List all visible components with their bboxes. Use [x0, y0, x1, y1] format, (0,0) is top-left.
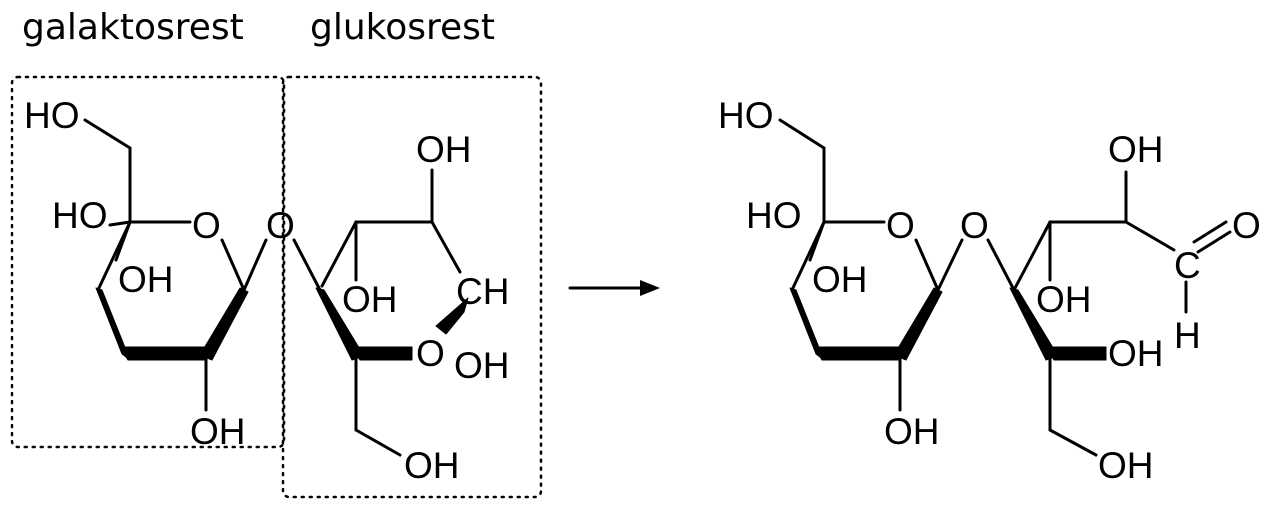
- atom-label-oh: OH: [1108, 333, 1164, 374]
- aldehyde-carbon-label: C: [1174, 245, 1201, 286]
- aldehyde-oxygen-label: O: [1232, 205, 1261, 246]
- atom-label-ho: HO: [24, 95, 80, 136]
- glycosidic-oxygen-label: O: [266, 205, 295, 246]
- atom-label-oh: OH: [1036, 279, 1092, 320]
- lactose-cyclic-structure: HO HO O OH OH O OH OH CH O OH OH: [24, 95, 510, 486]
- glucose-residue-label: glukosrest: [310, 7, 496, 48]
- ring-oxygen-label: O: [416, 333, 445, 374]
- galactose-wedge-bond-c2: [199, 287, 249, 361]
- glucose-anomeric-wedge: [435, 297, 469, 335]
- lactose-open-chain-structure: HO HO O OH OH O OH OH C O H OH OH: [718, 95, 1261, 486]
- atom-label-oh: OH: [190, 411, 246, 452]
- glycosidic-oxygen-label: O: [960, 205, 989, 246]
- atom-label-ho: HO: [718, 95, 774, 136]
- glucose-bold-bond-c4: [351, 346, 413, 361]
- aldehyde-hydrogen-label: H: [1174, 315, 1201, 356]
- galactose-residue-frame: [10, 75, 286, 449]
- atom-label-oh: OH: [1098, 445, 1154, 486]
- atom-label-oh: OH: [118, 259, 174, 300]
- galactose-bold-bond-c3: [119, 346, 207, 361]
- atom-label-oh: OH: [342, 279, 398, 320]
- atom-label-ch: CH: [456, 271, 509, 312]
- atom-label-oh: OH: [454, 345, 510, 386]
- atom-label-oh: OH: [404, 445, 460, 486]
- atom-label-oh: OH: [884, 411, 940, 452]
- ring-oxygen-label: O: [886, 205, 915, 246]
- atom-label-ho: HO: [52, 195, 108, 236]
- atom-label-ho: HO: [746, 195, 802, 236]
- ring-oxygen-label: O: [192, 205, 221, 246]
- glucose-residue-frame: [281, 75, 543, 499]
- reaction-arrow: [568, 280, 660, 296]
- atom-label-oh: OH: [812, 259, 868, 300]
- galactose-residue-label: galaktosrest: [22, 7, 244, 48]
- atom-label-oh: OH: [1108, 129, 1164, 170]
- atom-label-oh: OH: [416, 129, 472, 170]
